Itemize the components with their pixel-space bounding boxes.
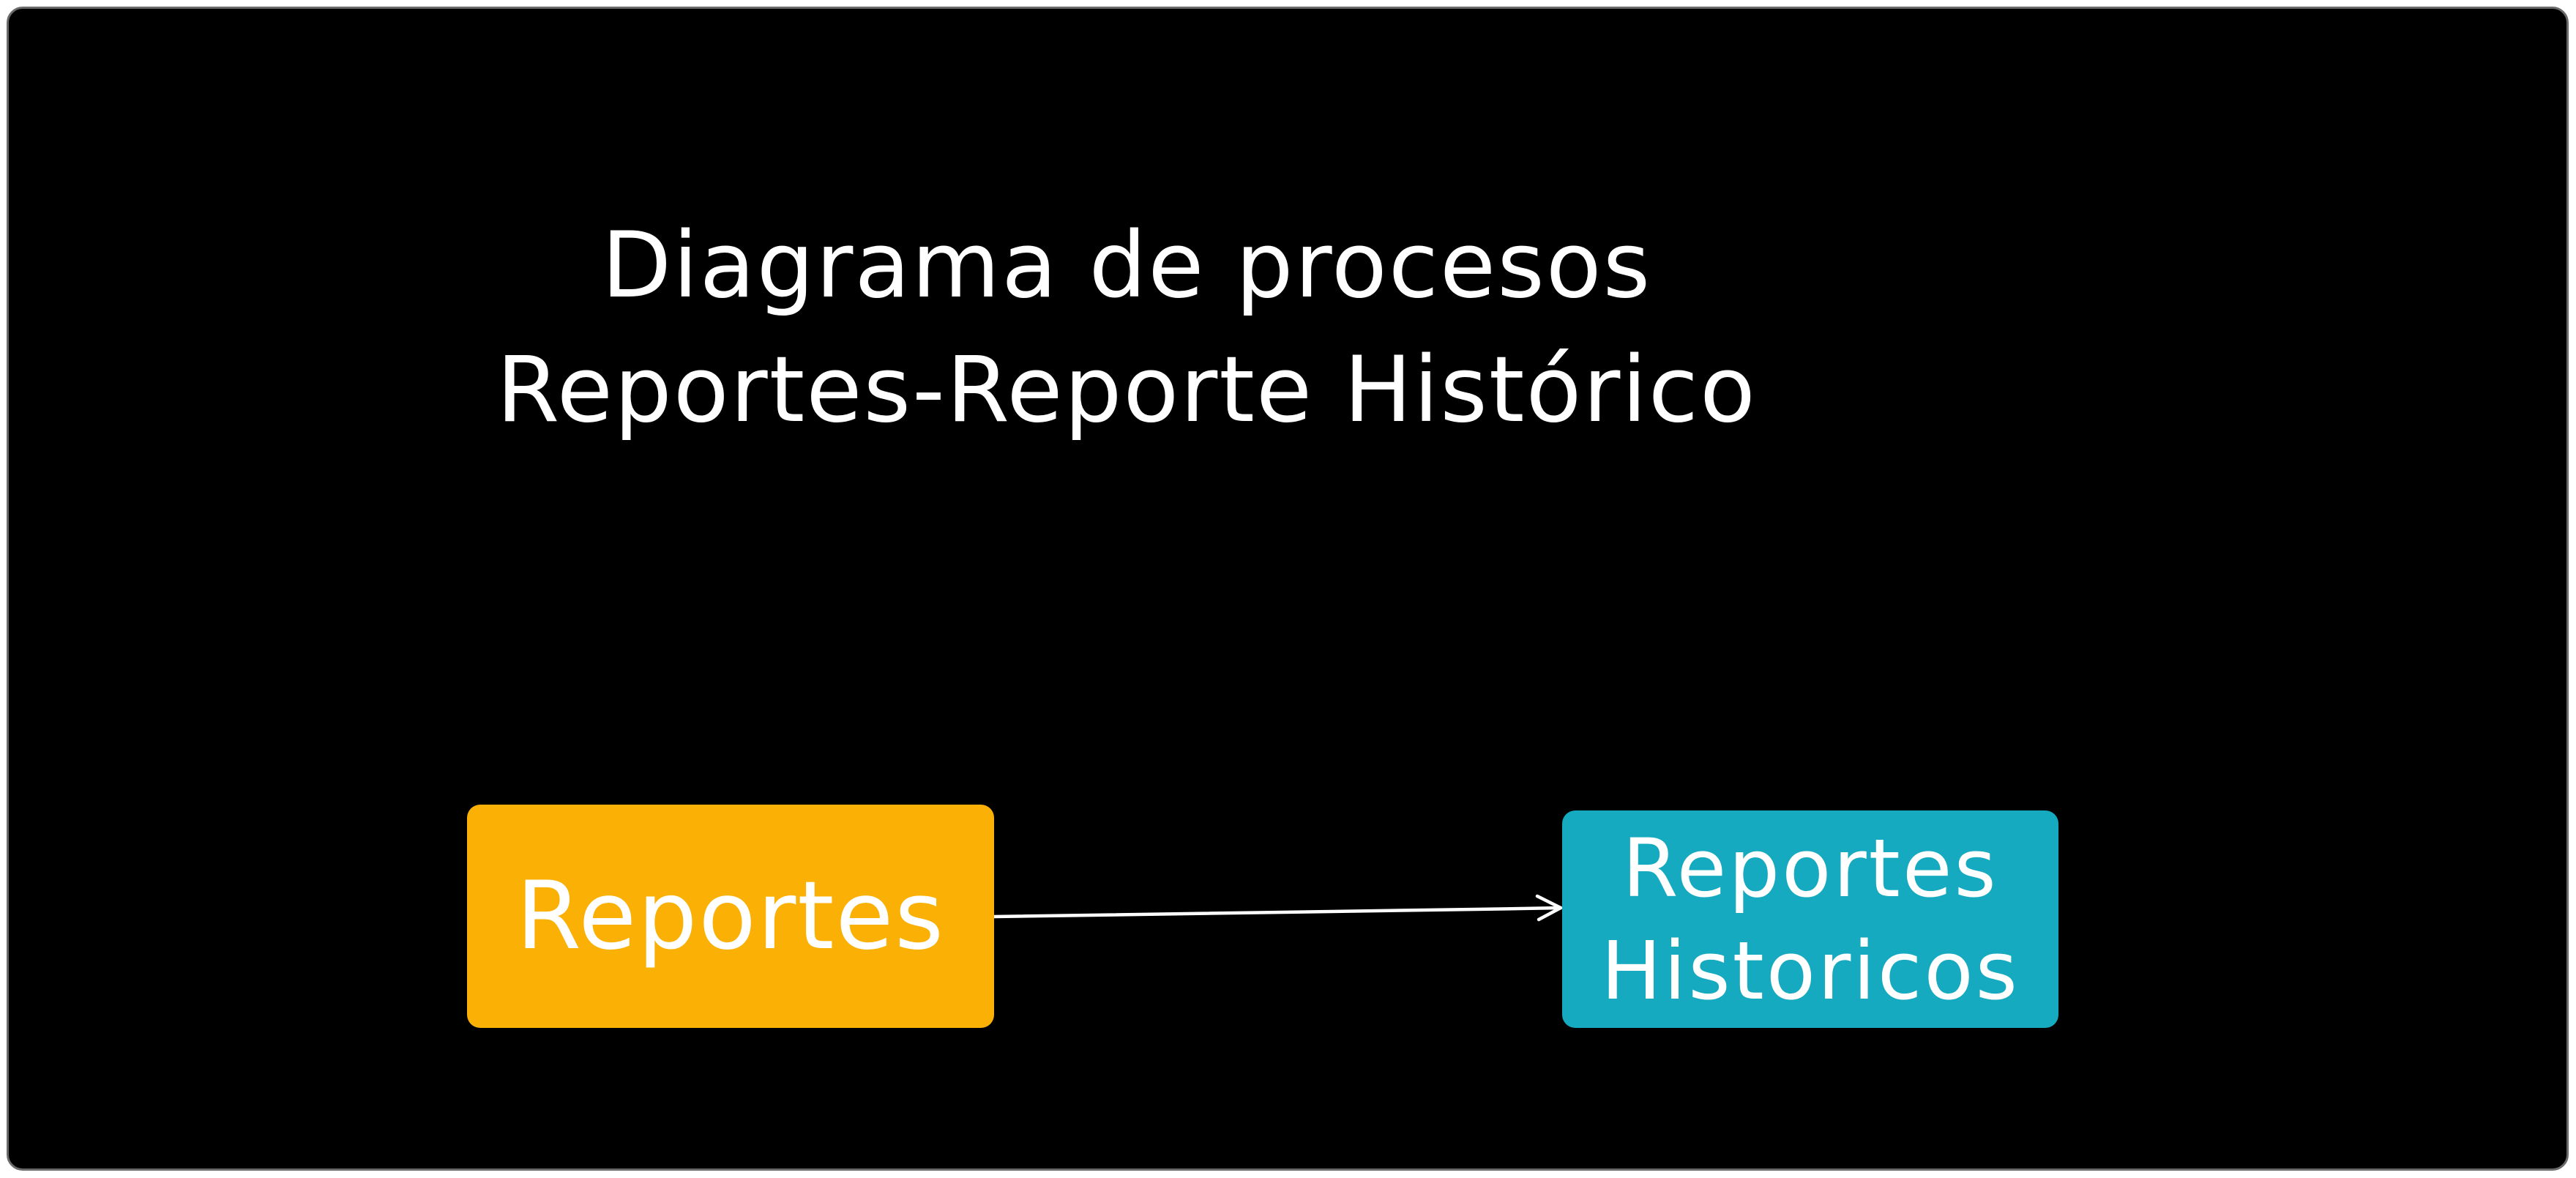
node-reportes-label: Reportes	[516, 861, 945, 971]
node-historicos-label-line-2: Historicos	[1601, 923, 2020, 1018]
edge-reportes-to-historicos	[992, 894, 1563, 922]
arrowhead	[1535, 894, 1563, 922]
diagram-canvas: Diagrama de procesos Reportes-Reporte Hi…	[7, 7, 2569, 1171]
diagram-title-line-1: Diagrama de procesos	[601, 213, 1652, 318]
edge-line	[992, 906, 1563, 919]
node-reportes-historicos[interactable]: Reportes Historicos	[1562, 810, 2058, 1028]
node-reportes[interactable]: Reportes	[467, 805, 994, 1028]
diagram-edges	[992, 894, 1563, 922]
node-historicos-label-line-1: Reportes	[1622, 821, 1998, 915]
diagram-title-line-2: Reportes-Reporte Histórico	[496, 338, 1757, 443]
